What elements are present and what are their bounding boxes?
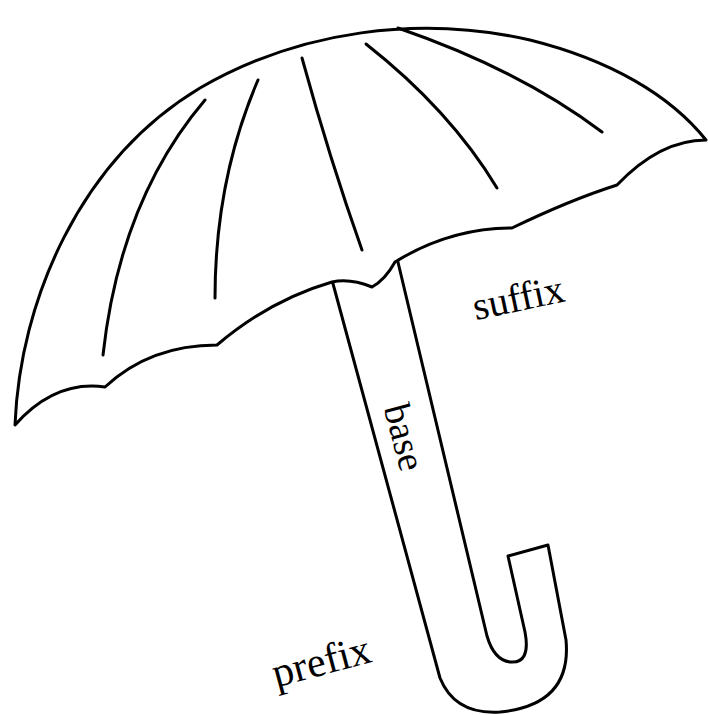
umbrella-rib bbox=[215, 80, 258, 298]
umbrella-rib bbox=[398, 28, 602, 132]
part-label: base bbox=[378, 399, 432, 474]
part-label: prefix bbox=[267, 628, 375, 695]
umbrella-canopy bbox=[15, 28, 706, 425]
umbrella-rib bbox=[103, 100, 205, 355]
umbrella-rib bbox=[366, 44, 497, 188]
umbrella-rib bbox=[302, 58, 362, 250]
part-label: suffix bbox=[469, 269, 568, 327]
